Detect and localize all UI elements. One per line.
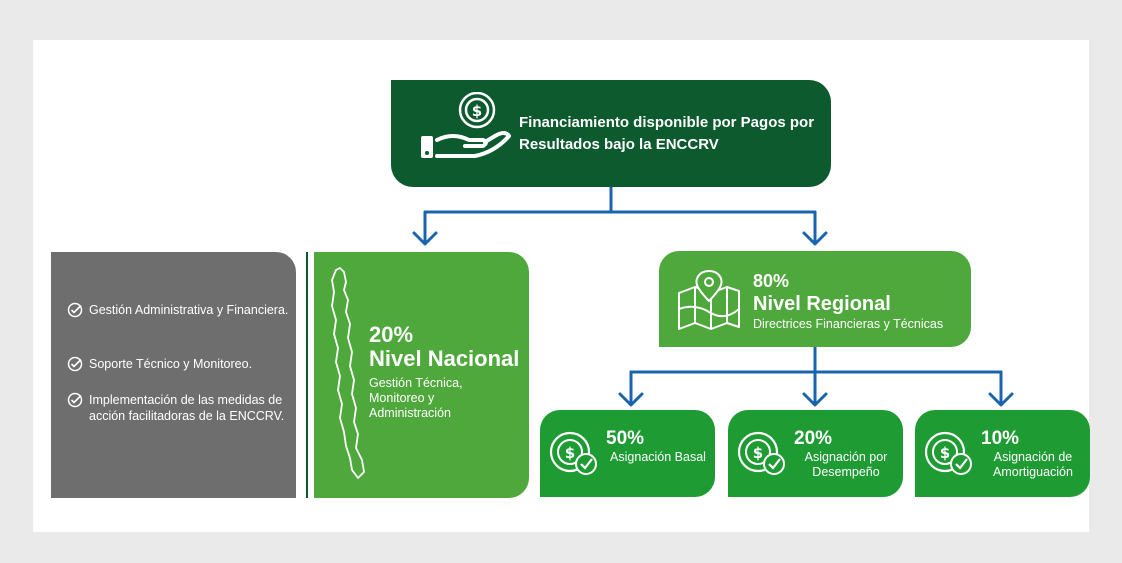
- coin-check-icon: $: [737, 431, 785, 475]
- diagram-canvas: $ Financiamiento disponible por Pagos po…: [33, 40, 1090, 532]
- list-item: Soporte Técnico y Monitoreo.: [67, 356, 299, 372]
- map-pin-icon: [678, 270, 740, 330]
- regional-description: Directrices Financieras y Técnicas: [753, 317, 944, 331]
- regional-level-box: 80% Nivel Regional Directrices Financier…: [659, 251, 971, 347]
- coin-check-icon: $: [549, 431, 597, 475]
- svg-text:$: $: [940, 444, 950, 462]
- allocation-description: Asignación por Desempeño: [804, 450, 888, 479]
- funding-source-box: $ Financiamiento disponible por Pagos po…: [391, 80, 831, 187]
- list-item: Gestión Administrativa y Financiera.: [67, 302, 299, 318]
- regional-percentage: 80%: [753, 271, 790, 291]
- funding-source-title: Financiamiento disponible por Pagos por …: [519, 114, 815, 153]
- check-circle-icon: [67, 302, 83, 318]
- regional-title: Nivel Regional: [753, 293, 891, 315]
- national-title: Nivel Nacional: [369, 346, 520, 371]
- svg-text:$: $: [565, 444, 575, 462]
- check-circle-icon: [67, 392, 83, 408]
- coin-check-icon: $: [924, 431, 972, 475]
- allocation-description: Asignación Basal: [610, 450, 706, 464]
- arrow-to-national: [412, 231, 438, 246]
- chile-map-icon: [331, 267, 365, 479]
- svg-text:$: $: [753, 444, 763, 462]
- arrow-to-basal: [618, 392, 644, 407]
- list-item-label: Soporte Técnico y Monitoreo.: [89, 357, 253, 371]
- divider: [306, 252, 308, 498]
- national-percentage: 20%: [369, 322, 414, 347]
- allocation-description: Asignación de Amortiguación: [993, 450, 1073, 479]
- support-activities-panel: Gestión Administrativa y Financiera. Sop…: [51, 252, 296, 498]
- allocation-percentage: 50%: [606, 428, 645, 449]
- list-item: Implementación de las medidas de acción …: [67, 392, 299, 424]
- check-circle-icon: [67, 356, 83, 372]
- allocation-percentage: 20%: [794, 428, 833, 449]
- national-level-box: 20% Nivel Nacional Gestión Técnica, Moni…: [314, 252, 529, 498]
- list-item-label: Gestión Administrativa y Financiera.: [89, 303, 289, 317]
- hand-coin-icon: $: [421, 92, 511, 158]
- svg-text:$: $: [472, 102, 482, 120]
- allocation-percentage: 10%: [981, 428, 1020, 449]
- allocation-box-basal: $ 50% Asignación Basal: [540, 410, 715, 497]
- arrow-to-regional: [802, 231, 828, 246]
- allocation-box-amortiguacion: $ 10% Asignación de Amortiguación: [915, 410, 1090, 497]
- arrow-to-desempeno: [802, 392, 828, 407]
- allocation-box-desempeno: $ 20% Asignación por Desempeño: [728, 410, 903, 497]
- connector-lines: [412, 185, 1014, 407]
- national-description: Gestión Técnica, Monitoreo y Administrac…: [369, 376, 463, 420]
- list-item-label: Implementación de las medidas de acción …: [89, 393, 285, 423]
- arrow-to-amortiguacion: [988, 392, 1014, 407]
